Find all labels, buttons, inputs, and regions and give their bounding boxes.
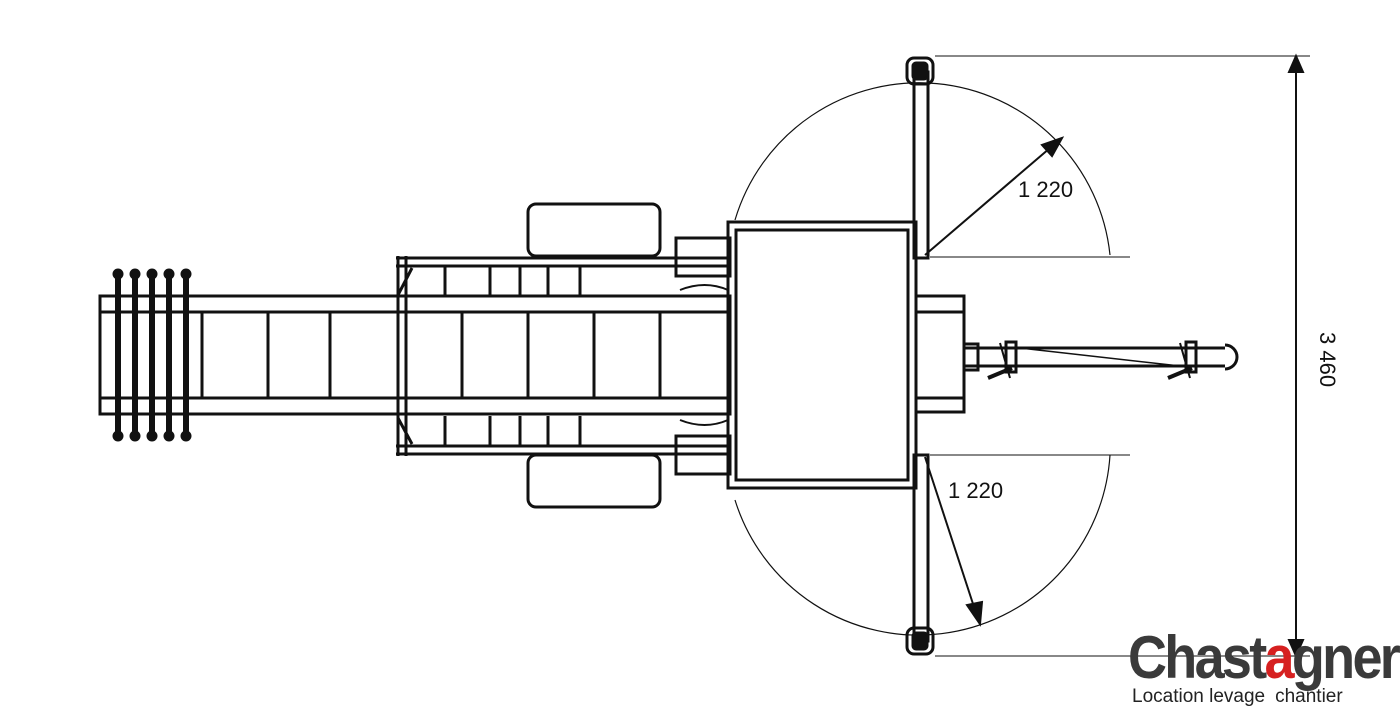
- tow-drawbar: [962, 340, 1239, 380]
- boom-head: [112, 268, 192, 442]
- radius-label-bottom: 1 220: [948, 478, 1003, 503]
- brand-tagline-left: Location levage: [1132, 686, 1266, 707]
- wheel-top: [526, 202, 662, 258]
- brand-word-accent: a: [1264, 624, 1295, 691]
- width-dimension-line: [1287, 53, 1305, 659]
- rear-body: [914, 294, 966, 414]
- brand-logo: Chastagner Location levage chantier: [1128, 628, 1400, 714]
- outrigger-swing-arc-bottom: [734, 454, 1111, 636]
- outrigger-beam-bottom: [905, 453, 935, 656]
- radius-label-top: 1 220: [1018, 177, 1073, 202]
- telescopic-boom: [98, 294, 732, 416]
- outrigger-beam-top: [905, 56, 935, 260]
- brand-tagline-right: chantier: [1275, 686, 1343, 707]
- extension-lines: [930, 55, 1310, 657]
- wheel-bottom: [526, 453, 662, 509]
- turret-frame: [726, 220, 918, 490]
- radius-arrow-bottom: [924, 456, 984, 627]
- brand-wordmark: Chastagner: [1128, 628, 1400, 688]
- brand-word-end: gner: [1291, 624, 1400, 691]
- width-label: 3 460: [1315, 332, 1340, 387]
- radius-arrow-top: [924, 136, 1065, 256]
- chassis-frame: [396, 236, 732, 476]
- brand-word-start: Chas: [1128, 624, 1252, 691]
- brand-tagline: Location levage chantier: [1132, 686, 1343, 708]
- brand-word-middle: t: [1249, 624, 1267, 691]
- outrigger-swing-arc-top: [734, 82, 1111, 256]
